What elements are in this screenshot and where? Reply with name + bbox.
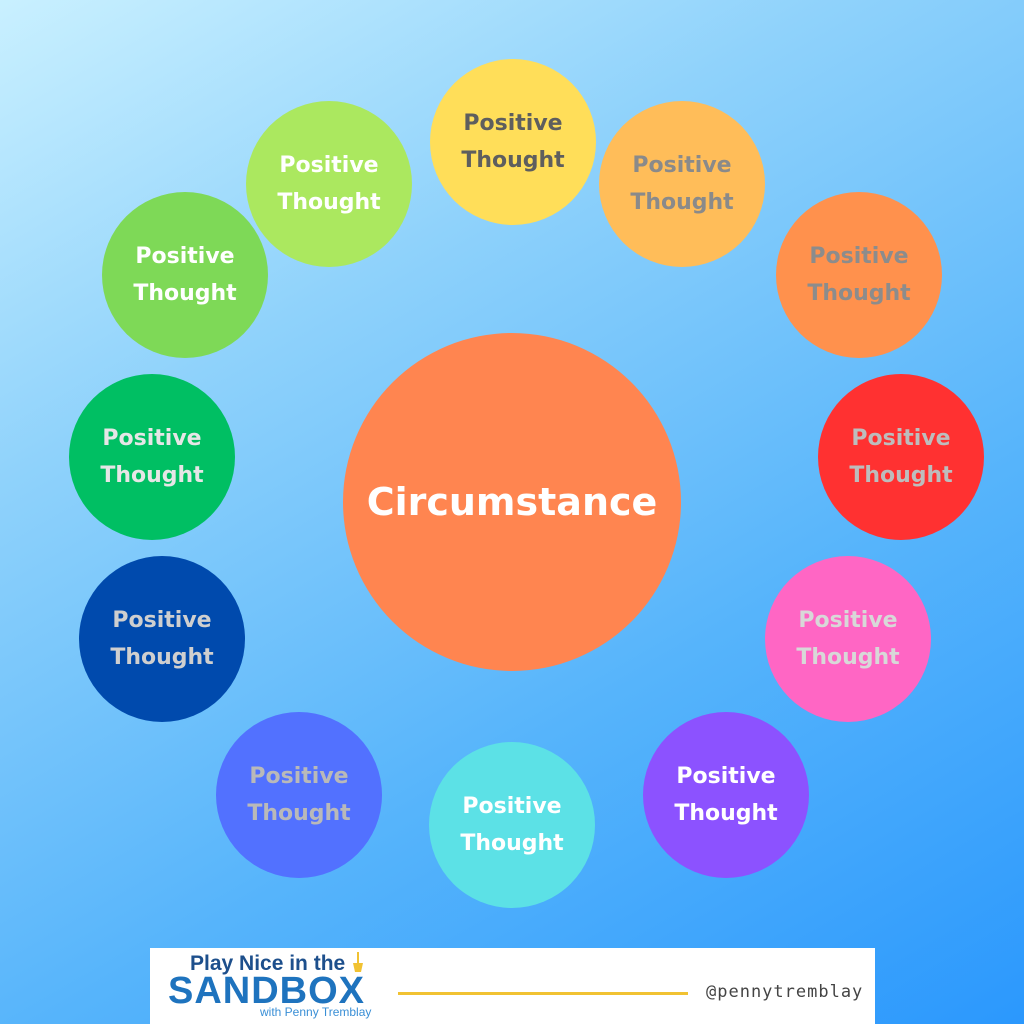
logo-line1: Play Nice in the — [190, 952, 346, 975]
thought-line1: Positive — [112, 608, 212, 633]
thought-circle-7: Positive Thought — [429, 742, 595, 908]
thought-line2: Thought — [277, 190, 381, 215]
thought-line1: Positive — [135, 244, 235, 269]
thought-line2: Thought — [796, 645, 900, 670]
thought-circle-4: Positive Thought — [818, 374, 984, 540]
thought-circle-2: Positive Thought — [599, 101, 765, 267]
thought-line1: Positive — [279, 153, 379, 178]
logo-line3: with Penny Tremblay — [260, 1005, 372, 1019]
thought-circle-9: Positive Thought — [79, 556, 245, 722]
thought-line2: Thought — [630, 190, 734, 215]
logo-line2: SANDBOX — [168, 970, 366, 1012]
thought-line1: Positive — [462, 794, 562, 819]
thought-line1: Positive — [809, 244, 909, 269]
thought-line1: Positive — [249, 764, 349, 789]
thought-circle-6: Positive Thought — [643, 712, 809, 878]
thought-line2: Thought — [247, 801, 351, 826]
thought-line1: Positive — [632, 153, 732, 178]
footer-banner: Play Nice in the SANDBOX with Penny Trem… — [150, 948, 875, 1024]
thought-line2: Thought — [807, 281, 911, 306]
sandbox-logo: Play Nice in the SANDBOX with Penny Trem… — [168, 952, 383, 1022]
thought-line2: Thought — [100, 463, 204, 488]
thought-circle-1: Positive Thought — [430, 59, 596, 225]
thought-line2: Thought — [674, 801, 778, 826]
thought-line2: Thought — [849, 463, 953, 488]
banner-divider — [398, 992, 688, 995]
thought-line1: Positive — [676, 764, 776, 789]
circumstance-circle: Circumstance — [343, 333, 681, 671]
thought-circle-11: Positive Thought — [102, 192, 268, 358]
circumstance-label: Circumstance — [366, 480, 658, 524]
thought-line2: Thought — [133, 281, 237, 306]
social-handle[interactable]: @pennytremblay — [706, 982, 864, 1002]
thought-line1: Positive — [463, 111, 563, 136]
thought-line2: Thought — [460, 831, 564, 856]
thought-circle-12: Positive Thought — [246, 101, 412, 267]
thought-circle-8: Positive Thought — [216, 712, 382, 878]
thought-circle-5: Positive Thought — [765, 556, 931, 722]
thought-line1: Positive — [102, 426, 202, 451]
shovel-icon — [353, 952, 363, 972]
thought-line2: Thought — [461, 148, 565, 173]
thought-line2: Thought — [110, 645, 214, 670]
thought-line1: Positive — [798, 608, 898, 633]
thought-circle-10: Positive Thought — [69, 374, 235, 540]
thought-circle-3: Positive Thought — [776, 192, 942, 358]
thought-line1: Positive — [851, 426, 951, 451]
